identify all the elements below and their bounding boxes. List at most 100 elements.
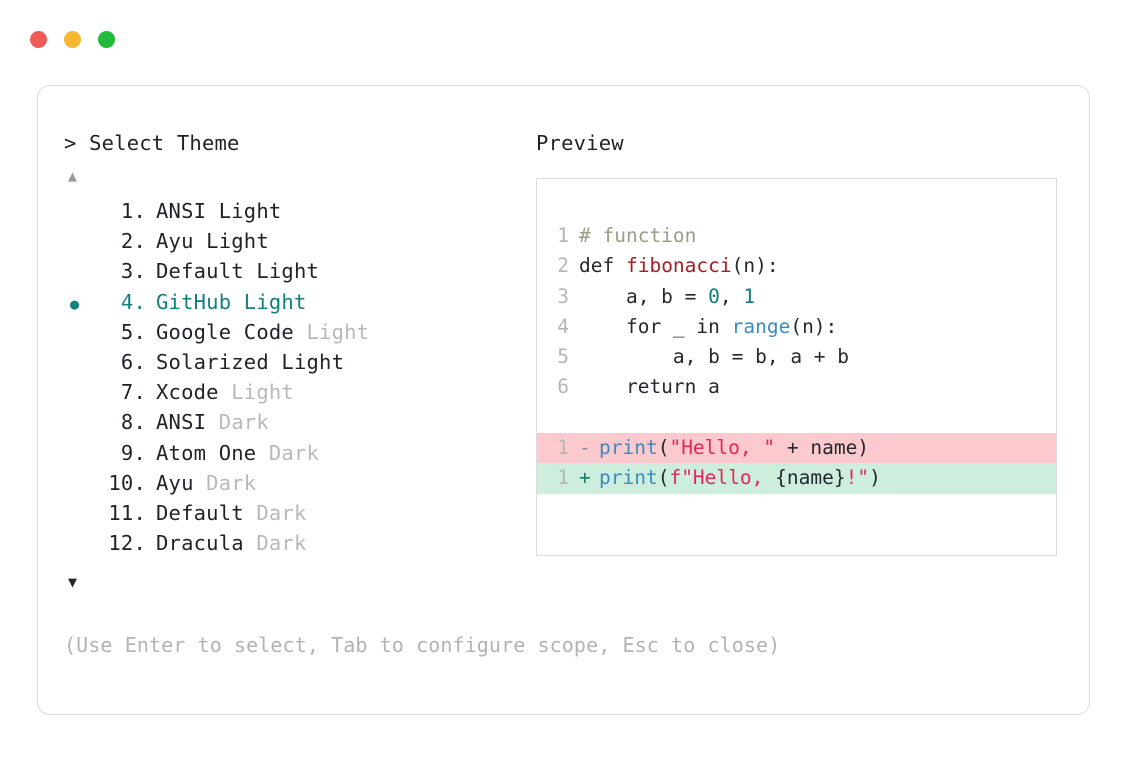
theme-item-name: GitHub Light: [156, 289, 307, 314]
code-line-content: # function: [579, 221, 696, 251]
theme-item-name: ANSI Dark: [156, 410, 269, 435]
code-line-content: def fibonacci(n):: [579, 251, 779, 281]
theme-list-item[interactable]: 8. ANSI Dark: [64, 407, 534, 437]
diff-sign: -: [579, 436, 591, 460]
line-number: 1: [557, 436, 569, 460]
code-token-comment: # function: [579, 224, 697, 247]
theme-picker-card: > Select Theme ▲ 1. ANSI Light 2. Ayu Ligh…: [37, 85, 1090, 715]
diff-line-minus: 1-print("Hello, " + name): [537, 433, 1056, 464]
code-line: 2 def fibonacci(n):: [537, 251, 1056, 281]
diff-line-content: print("Hello, " + name): [599, 433, 869, 463]
scroll-up-icon[interactable]: ▲: [68, 167, 78, 185]
theme-item-variant: Light: [306, 319, 370, 344]
theme-list-item[interactable]: 11.Default Dark: [64, 498, 534, 528]
theme-item-variant: Dark: [206, 470, 257, 495]
code-token-plain: ,: [719, 284, 744, 308]
theme-list-item[interactable]: 10. Ayu Dark: [64, 468, 534, 498]
code-token-builtin: print: [599, 436, 658, 460]
theme-item-variant: Dark: [218, 410, 269, 435]
theme-item-name: Google Code Light: [156, 319, 370, 344]
code-token-plain: (: [657, 466, 670, 490]
code-token-plain: a, b =: [579, 284, 709, 308]
theme-item-variant: Light: [218, 199, 282, 223]
theme-item-index: 5.: [108, 319, 146, 344]
theme-item-index: 6.: [108, 349, 146, 374]
code-token-kw: def: [579, 254, 626, 278]
theme-item-name: Default Light: [156, 259, 320, 284]
theme-item-name: ANSI Light: [156, 199, 282, 223]
keyboard-hint: (Use Enter to select, Tab to configure s…: [64, 633, 781, 657]
theme-item-variant: Dark: [268, 440, 320, 465]
maximize-button-icon[interactable]: [98, 31, 115, 48]
theme-list-panel: > Select Theme ▲ 1. ANSI Light 2. Ayu Ligh…: [64, 130, 534, 592]
line-number: 1: [557, 224, 569, 247]
code-token-str: f"Hello,: [669, 466, 776, 490]
theme-item-variant: Light: [243, 289, 307, 314]
theme-item-name: Solarized Light: [156, 349, 345, 374]
theme-item-index: 3.: [108, 259, 146, 284]
theme-list-item[interactable]: 3. Default Light: [64, 256, 534, 286]
diff-line-content: print(f"Hello, {name}!"): [599, 463, 881, 493]
line-number: 2: [557, 254, 569, 278]
code-line: 4 for _ in range(n):: [537, 312, 1056, 342]
code-token-plain: + name): [775, 436, 870, 460]
scroll-down-icon[interactable]: ▼: [68, 573, 78, 592]
theme-item-variant: Light: [206, 229, 269, 254]
theme-item-index: 1.: [108, 199, 146, 223]
theme-list-item[interactable]: 9.Atom One Dark: [64, 438, 534, 468]
code-token-fn: fibonacci: [625, 254, 732, 278]
theme-item-index: 12.: [108, 531, 146, 556]
code-token-builtin: print: [599, 466, 658, 490]
theme-item-index: 11.: [108, 500, 146, 525]
theme-item-index: 8.: [108, 410, 146, 435]
page-title: > Select Theme: [64, 131, 240, 155]
code-token-plain: (n):: [790, 314, 838, 338]
code-line: 5 a, b = b, a + b: [537, 342, 1056, 372]
theme-item-variant: Light: [256, 259, 320, 284]
code-token-num: 0: [708, 284, 720, 308]
theme-item-variant: Light: [231, 380, 294, 405]
close-button-icon[interactable]: [30, 31, 47, 48]
theme-list-item[interactable]: 6. Solarized Light: [64, 347, 534, 377]
theme-item-index: 10.: [108, 470, 146, 495]
code-line-content: a, b = b, a + b: [579, 342, 849, 372]
theme-list: 1. ANSI Light 2. Ayu Light 3. Default Light…: [64, 196, 534, 558]
code-token-plain: a, b = b, a + b: [579, 345, 850, 369]
theme-list-item[interactable]: 1. ANSI Light: [64, 196, 534, 226]
theme-list-item[interactable]: 2. Ayu Light: [64, 226, 534, 256]
code-diff-spacer: [537, 403, 1056, 433]
code-token-plain: {name}: [775, 466, 846, 490]
theme-list-item[interactable]: 7.Xcode Light: [64, 377, 534, 407]
code-line-content: return a: [579, 372, 720, 402]
line-number: 3: [557, 284, 569, 308]
code-token-plain: return a: [579, 375, 720, 399]
theme-item-variant: Light: [281, 349, 345, 374]
theme-list-item[interactable]: 12. Dracula Dark: [64, 528, 534, 558]
minimize-button-icon[interactable]: [64, 31, 81, 48]
theme-item-index: 7.: [108, 380, 146, 405]
theme-item-name: Dracula Dark: [156, 531, 307, 556]
code-token-plain: for _ in: [579, 314, 732, 338]
code-line-content: a, b = 0, 1: [579, 282, 755, 312]
code-token-num: 1: [743, 284, 756, 308]
theme-item-index: 4.: [108, 289, 146, 314]
theme-list-item[interactable]: ● 4. GitHub Light: [64, 287, 534, 317]
theme-item-index: 2.: [108, 229, 146, 254]
diff-sign: +: [579, 466, 591, 490]
line-number: 6: [557, 375, 569, 399]
line-number: 1: [557, 466, 569, 490]
selected-bullet-icon: ●: [70, 294, 80, 313]
theme-item-variant: Dark: [256, 500, 307, 525]
window-titlebar: [30, 31, 115, 48]
diff-block: 1-print("Hello, " + name)1+print(f"Hello…: [537, 433, 1056, 494]
line-number: 5: [557, 345, 569, 369]
code-line: 6 return a: [537, 372, 1056, 402]
theme-list-item[interactable]: 5. Google Code Light: [64, 317, 534, 347]
theme-item-name: Ayu Dark: [156, 470, 257, 495]
theme-item-name: Ayu Light: [156, 229, 269, 254]
code-token-plain: ): [869, 466, 881, 490]
